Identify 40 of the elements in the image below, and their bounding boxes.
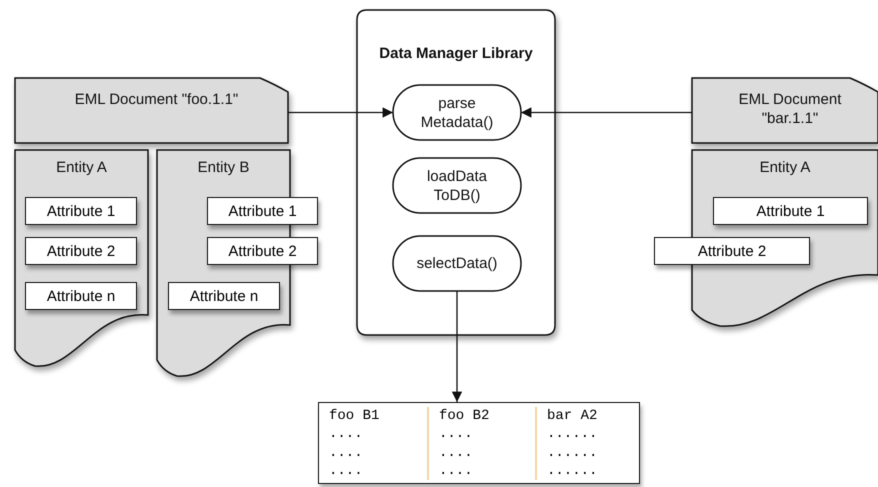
attribute-field: Attribute 1 <box>713 197 868 225</box>
attribute-field: Attribute 2 <box>25 237 137 265</box>
library-panel <box>357 10 555 335</box>
document-shape <box>15 78 288 143</box>
method-pill <box>393 236 521 291</box>
arrow <box>288 107 393 118</box>
entity-heading: Entity A <box>55 158 108 177</box>
placeholder-value: .... <box>328 425 364 444</box>
attribute-field: Attribute n <box>25 282 137 310</box>
entity-document <box>15 150 148 370</box>
method-pill <box>393 85 521 140</box>
placeholder-value: .... <box>328 444 364 462</box>
placeholder-value: .... <box>427 462 535 480</box>
method-label: parse Metadata() <box>420 94 494 132</box>
placeholder-value: ...... <box>535 444 635 462</box>
column-header: foo B2 <box>427 407 535 426</box>
entity-heading: Entity B <box>196 158 250 177</box>
arrow <box>452 291 462 402</box>
arrow <box>521 107 692 118</box>
placeholder-value: ...... <box>535 425 635 444</box>
attribute-field: Attribute 2 <box>654 237 810 265</box>
document-title: EML Document "bar.1.1" <box>738 90 842 128</box>
placeholder-value: .... <box>427 425 535 444</box>
placeholder-value: .... <box>328 462 364 480</box>
attribute-field: Attribute n <box>168 282 280 310</box>
placeholder-value: .... <box>427 444 535 462</box>
placeholder-value: ...... <box>535 462 635 480</box>
attribute-field: Attribute 1 <box>25 197 137 225</box>
entity-heading: Entity A <box>758 158 812 177</box>
result-table <box>318 402 640 484</box>
attribute-field: Attribute 2 <box>207 237 318 265</box>
document-title: EML Document "foo.1.1" <box>74 90 240 109</box>
method-label: selectData() <box>416 254 498 274</box>
column-header: foo B1 <box>328 407 380 426</box>
attribute-field: Attribute 1 <box>207 197 318 225</box>
column-header: bar A2 <box>535 407 635 426</box>
method-label: loadData ToDB() <box>426 166 488 206</box>
document-shape <box>692 78 878 143</box>
panel-heading: Data Manager Library <box>378 44 534 63</box>
method-pill <box>393 158 521 213</box>
